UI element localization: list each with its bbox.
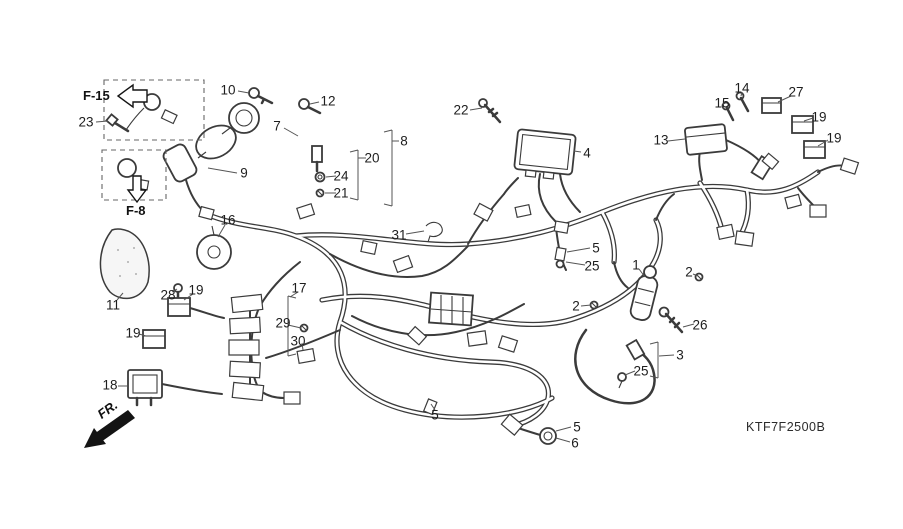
ignition-switch-drawing (162, 87, 322, 221)
callout-brackets (287, 129, 659, 379)
bolt-22-drawing (478, 98, 502, 124)
plug-and-fasteners-drawing (311, 145, 326, 198)
connector-stack-drawing (228, 293, 316, 402)
page-ref-f8: F-8 (126, 203, 146, 218)
ecu-drawing (513, 128, 577, 180)
oxygen-sensor-drawing (617, 338, 646, 389)
harness-trunk (203, 169, 821, 429)
ignition-coil-drawing (684, 123, 774, 181)
reference-box-f15 (103, 79, 205, 141)
relay-boxes-drawing (127, 97, 826, 407)
harness-branches (161, 139, 851, 437)
leader-lines (95, 90, 829, 443)
part-code: KTF7F2500B (746, 420, 826, 434)
page-ref-arrow-down-icon (126, 175, 148, 204)
page-ref-f15: F-15 (83, 88, 110, 103)
sensor-unit-drawing (589, 265, 704, 334)
center-connectors-drawing (283, 202, 570, 405)
fr-direction-arrow-icon (84, 410, 135, 448)
page-ref-arrow-left-icon (116, 83, 148, 109)
bracket-cover-drawing (99, 228, 150, 300)
horn-drawing (196, 225, 232, 270)
right-connectors-drawing (716, 152, 860, 247)
clamps-drawing (422, 246, 567, 445)
reference-box-f8 (101, 149, 167, 201)
clip-31-drawing (425, 221, 443, 243)
bolt-23-drawing (105, 113, 130, 133)
